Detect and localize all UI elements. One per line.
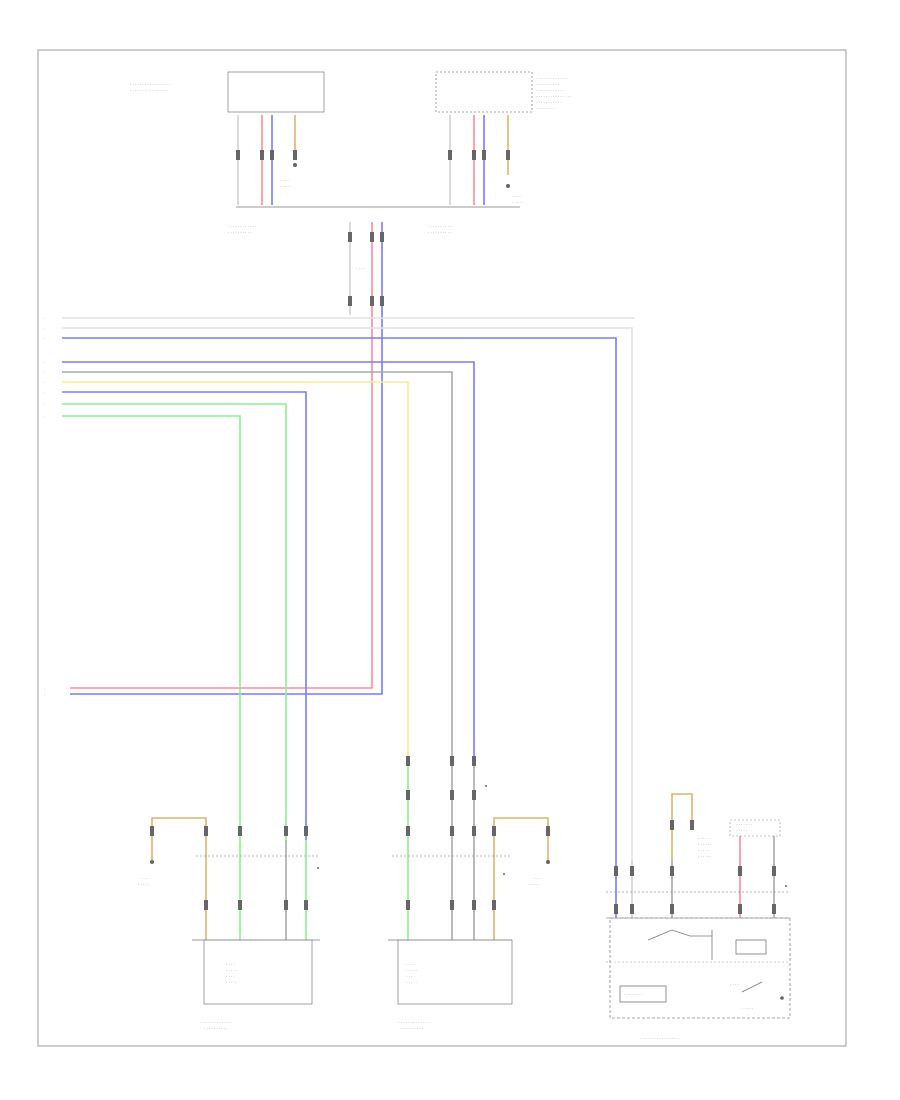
svg-text:·: · xyxy=(44,390,45,395)
svg-text:·: · xyxy=(44,326,45,331)
svg-text:· · · ·: · · · · xyxy=(406,962,415,967)
svg-text:· · · · · · · · · · · · · · ·: · · · · · · · · · · · · · · · xyxy=(536,94,572,99)
svg-text:· · · · ·: · · · · · xyxy=(698,836,709,841)
bus-labels: · · · · · · · · · · · xyxy=(44,316,45,697)
svg-text:· · · · · · · · · · · ·: · · · · · · · · · · · · xyxy=(536,88,564,93)
svg-text:· · · ·: · · · · xyxy=(226,974,235,979)
svg-text:· · · · ·: · · · · · xyxy=(736,828,747,833)
left-bus-wires xyxy=(62,317,635,870)
svg-text:· · · · · · · · · ·: · · · · · · · · · · xyxy=(428,230,451,235)
svg-text:· · · ·: · · · · xyxy=(532,876,541,881)
svg-text:·: · xyxy=(44,402,45,407)
svg-text:· · · · · ·: · · · · · · xyxy=(698,854,712,859)
svg-text:· · · · · · · · · ·: · · · · · · · · · · xyxy=(228,230,251,235)
svg-text:· · · · ·: · · · · · xyxy=(226,980,237,985)
svg-text:· · · ·: · · · · xyxy=(730,982,739,987)
svg-text:· · · · ·: · · · · · xyxy=(742,1006,753,1011)
right-assembly: · · · · · · · · · · · · · · · · · · · · … xyxy=(606,793,791,1041)
svg-text:· · · · ·: · · · · · xyxy=(138,882,149,887)
svg-text:· · · · · · · · · · ·: · · · · · · · · · · · xyxy=(536,100,562,105)
svg-text:· · · · · · · · · · · · ·: · · · · · · · · · · · · · xyxy=(200,1020,231,1025)
top-left-component: · · · · · · · · · · · · · · · · · · · · … xyxy=(130,71,325,235)
svg-text:· · · · ·: · · · · · xyxy=(528,882,539,887)
svg-text:·: · xyxy=(44,414,45,419)
svg-text:· · · · · · · ·: · · · · · · · · xyxy=(536,106,554,111)
svg-text:· · · · · · · · · ·: · · · · · · · · · · xyxy=(536,82,559,87)
svg-text:· · · · · · ·: · · · · · · · xyxy=(736,822,752,827)
svg-text:·: · xyxy=(44,380,45,385)
diagram-frame xyxy=(37,49,847,1047)
svg-text:·: · xyxy=(44,360,45,365)
svg-text:· · · ·: · · · · xyxy=(406,974,415,979)
svg-text:· · · · · · · · · ·: · · · · · · · · · · xyxy=(204,1026,227,1031)
svg-text:· · · · · · · · · · · · · ·: · · · · · · · · · · · · · · xyxy=(396,1020,429,1025)
svg-text:· · · ·: · · · · xyxy=(280,178,289,183)
svg-text:· · · · ·: · · · · · xyxy=(512,200,523,205)
svg-text:· · · · · · · · · · · · ·: · · · · · · · · · · · · · xyxy=(536,76,567,81)
trunk-wires xyxy=(70,222,383,695)
svg-text:· · · · · · · · · · · · · · ·: · · · · · · · · · · · · · · · · xyxy=(130,88,168,93)
svg-text:· · · · · · · · · · · · · · ·: · · · · · · · · · · · · · · · · xyxy=(640,1036,678,1041)
svg-text:· · · · · ·: · · · · · · xyxy=(698,842,712,847)
svg-text:· · · ·: · · · · xyxy=(226,962,235,967)
middle-module: · · · · · · · · · · · · · · · · · · · · … xyxy=(388,817,550,1031)
top-right-component: · · · · · · · · · · · · · · · · · · · · … xyxy=(428,71,572,235)
svg-text:· · · · · · · · · ·: · · · · · · · · · · xyxy=(400,1026,423,1031)
svg-text:·: · xyxy=(44,692,45,697)
svg-text:· · · · ·: · · · · · xyxy=(698,848,709,853)
svg-text:· · · · ·: · · · · · xyxy=(226,968,237,973)
svg-text:· · · · · · · · · · · ·: · · · · · · · · · · · · xyxy=(228,224,256,229)
svg-text:· · · ·: · · · · xyxy=(512,194,521,199)
svg-text:·: · xyxy=(44,370,45,375)
svg-text:·: · xyxy=(44,686,45,691)
svg-text:· · · · · · · ·: · · · · · · · · xyxy=(624,992,642,997)
svg-text:· · · · ·: · · · · · xyxy=(280,184,291,189)
svg-text:· · · ·: · · · · xyxy=(356,266,365,271)
svg-text:· · · · ·: · · · · · xyxy=(406,968,417,973)
svg-text:· · · · · · · · · · · · · · ·: · · · · · · · · · · · · · · · · · xyxy=(130,82,170,87)
svg-text:· · · · ·: · · · · · xyxy=(406,980,417,985)
svg-text:·: · xyxy=(44,316,45,321)
svg-text:· · ·: · · · xyxy=(142,876,148,881)
left-module: · · · · · · · · · · · · · · · · · · · · … xyxy=(138,817,320,1031)
svg-text:· · · · · · · · · · ·: · · · · · · · · · · · xyxy=(428,224,454,229)
svg-text:·: · xyxy=(44,336,45,341)
